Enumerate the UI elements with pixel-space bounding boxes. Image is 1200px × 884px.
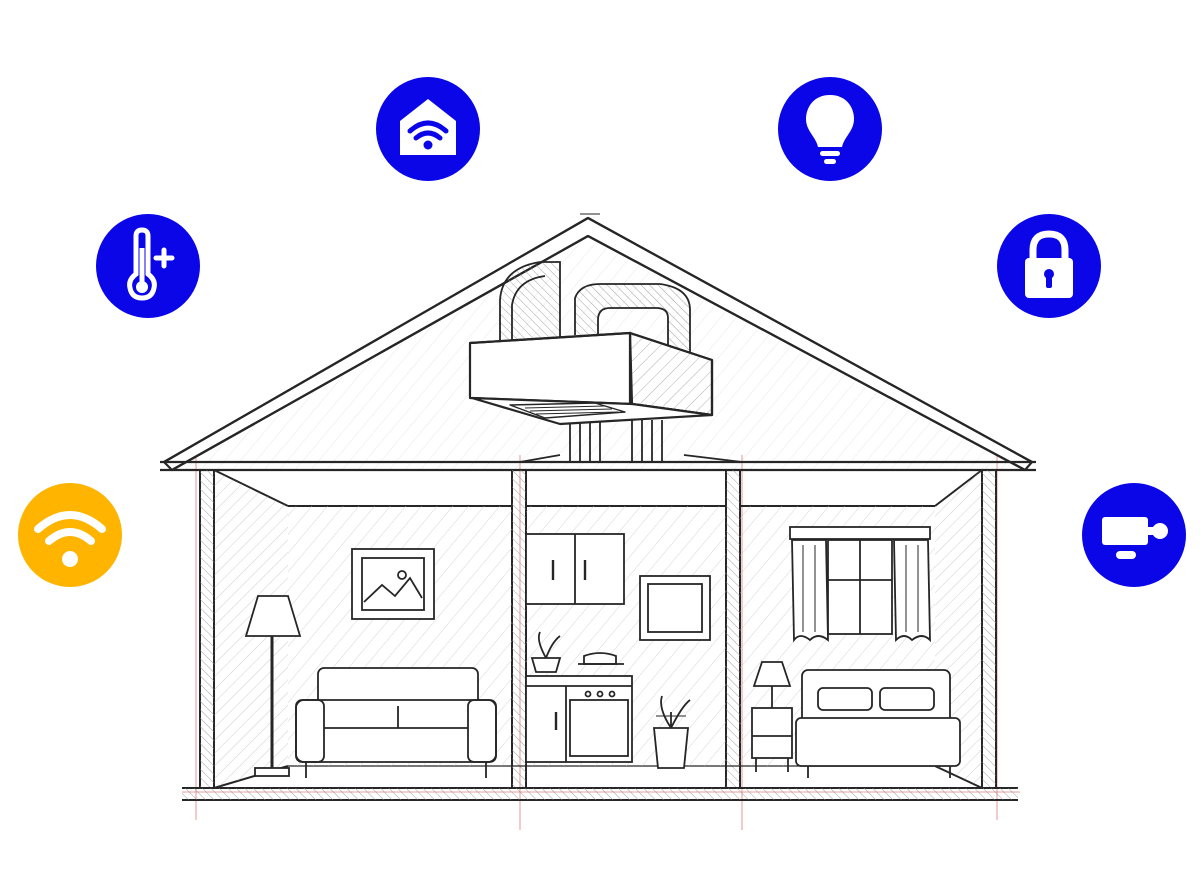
nightstand-lamp xyxy=(751,661,793,772)
kitchen-cabinets xyxy=(525,533,625,605)
wall-picture xyxy=(639,575,711,641)
bedroom xyxy=(751,526,961,778)
stove-counter xyxy=(525,652,633,763)
hvac-unit xyxy=(468,331,714,426)
sofa xyxy=(295,667,497,778)
security-camera-icon[interactable] xyxy=(1082,483,1186,587)
counter-plant xyxy=(530,631,562,673)
padlock-icon[interactable] xyxy=(997,214,1101,318)
light-bulb-icon[interactable] xyxy=(778,77,882,181)
wifi-icon[interactable] xyxy=(18,483,122,587)
smart-home-wifi-icon[interactable] xyxy=(376,77,480,181)
bed xyxy=(795,669,961,778)
floor-lamp xyxy=(244,595,302,777)
floor xyxy=(182,765,1018,801)
potted-plant xyxy=(653,695,691,769)
picture-frame xyxy=(351,548,435,620)
thermometer-plus-icon[interactable] xyxy=(96,214,200,318)
window-with-curtains xyxy=(789,526,931,643)
living-room xyxy=(244,548,497,778)
kitchen xyxy=(525,533,711,769)
